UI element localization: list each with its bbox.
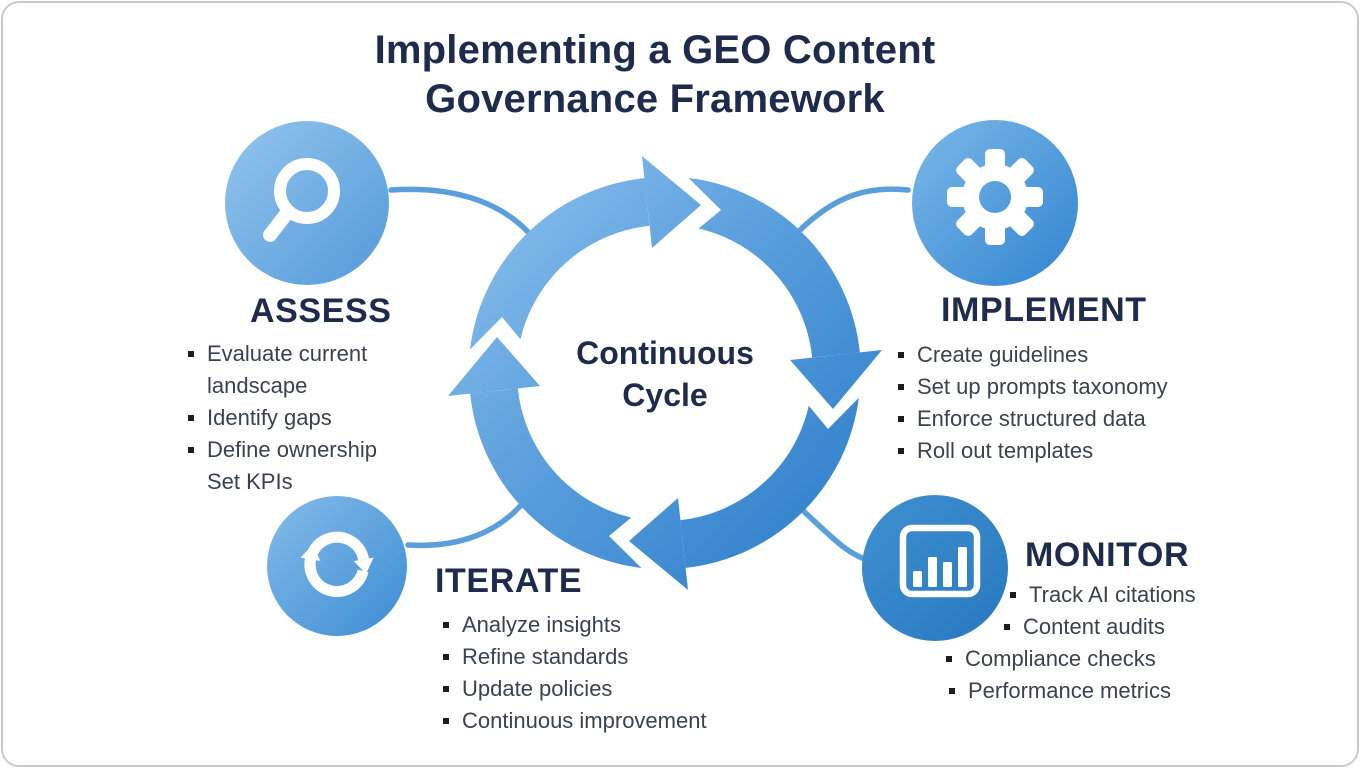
list-item: Compliance checks <box>946 643 1196 675</box>
list-item: landscape <box>188 370 377 402</box>
list-item: Refine standards <box>443 641 707 673</box>
iterate-node-circle <box>267 496 407 636</box>
connector-cycle-to-implement <box>796 186 911 234</box>
list-item-text: Analyze insights <box>462 612 621 637</box>
list-item-text: Continuous improvement <box>462 708 707 733</box>
bullet-marker <box>188 447 194 453</box>
list-item: Performance metrics <box>949 675 1196 707</box>
list-item-text: Identify gaps <box>207 405 332 430</box>
implement-node-circle <box>912 120 1078 286</box>
assess-node-circle <box>225 121 389 285</box>
bullet-marker <box>949 688 955 694</box>
monitor-node-circle <box>862 495 1008 641</box>
bullet-marker <box>898 448 904 454</box>
bullet-marker <box>1010 592 1016 598</box>
list-item: Create guidelines <box>898 339 1168 371</box>
connector-assess-to-cycle <box>388 186 532 236</box>
bullet-marker <box>1004 624 1010 630</box>
monitor-bullet-list: Track AI citations Content audits Compli… <box>946 579 1196 707</box>
bullet-marker <box>898 416 904 422</box>
list-item: Evaluate current <box>188 338 377 370</box>
bullet-marker <box>443 622 449 628</box>
bullet-marker <box>188 351 194 357</box>
monitor-heading: MONITOR <box>1025 536 1190 574</box>
cycle-center-line2: Cycle <box>622 377 708 413</box>
list-item-text: Refine standards <box>462 644 629 669</box>
cycle-center-line1: Continuous <box>576 335 754 371</box>
bullet-marker <box>443 654 449 660</box>
page-title-line1: Implementing a GEO Content <box>374 28 936 72</box>
assess-heading: ASSESS <box>250 292 392 330</box>
page-title-line2: Governance Framework <box>425 77 885 121</box>
iterate-bullet-list: Analyze insights Refine standards Update… <box>443 609 707 737</box>
list-item-text: Set up prompts taxonomy <box>917 374 1168 399</box>
list-item-text: Content audits <box>1023 614 1165 639</box>
iterate-heading: ITERATE <box>435 562 583 600</box>
magnifier-icon <box>263 158 340 242</box>
list-item: Identify gaps <box>188 402 377 434</box>
bullet-marker <box>443 718 449 724</box>
list-item-text: Compliance checks <box>965 646 1156 671</box>
list-item: Set KPIs <box>188 466 377 498</box>
list-item-text: Set KPIs <box>207 469 293 494</box>
list-item-text: Define ownership <box>207 437 377 462</box>
cycle-arrowhead-top-icon <box>642 156 701 248</box>
list-item-text: landscape <box>207 373 308 398</box>
bullet-marker <box>188 415 194 421</box>
list-item-text: Enforce structured data <box>917 406 1146 431</box>
gear-icon <box>947 149 1043 245</box>
bullet-marker <box>898 384 904 390</box>
list-item-text: Track AI citations <box>1029 582 1196 607</box>
list-item: Continuous improvement <box>443 705 707 737</box>
list-item: Analyze insights <box>443 609 707 641</box>
list-item-text: Roll out templates <box>917 438 1094 463</box>
list-item: Set up prompts taxonomy <box>898 371 1168 403</box>
list-item: Content audits <box>1004 611 1196 643</box>
cycle-arrowhead-right-icon <box>790 350 882 409</box>
refresh-icon <box>300 531 374 597</box>
list-item: Enforce structured data <box>898 403 1168 435</box>
list-item: Roll out templates <box>898 435 1168 467</box>
list-item: Update policies <box>443 673 707 705</box>
bar-chart-icon <box>899 524 981 598</box>
page-title: Implementing a GEO Content Governance Fr… <box>330 26 980 124</box>
cycle-arrowhead-left-icon <box>448 337 540 396</box>
list-item-text: Performance metrics <box>968 678 1171 703</box>
connector-cycle-to-iterate <box>405 500 526 549</box>
list-item: Define ownership <box>188 434 377 466</box>
cycle-arrowhead-bottom-icon <box>629 498 688 590</box>
list-item-text: Create guidelines <box>917 342 1089 367</box>
list-item-text: Update policies <box>462 676 613 701</box>
list-item: Track AI citations <box>1010 579 1196 611</box>
bullet-marker <box>443 686 449 692</box>
bullet-marker <box>898 352 904 358</box>
list-item-text: Evaluate current <box>207 341 368 366</box>
implement-heading: IMPLEMENT <box>941 291 1147 329</box>
implement-bullet-list: Create guidelines Set up prompts taxonom… <box>898 339 1168 467</box>
connector-cycle-to-monitor <box>796 504 870 563</box>
bullet-marker <box>946 656 952 662</box>
cycle-center-label: Continuous Cycle <box>515 332 815 416</box>
assess-bullet-list: Evaluate current landscape Identify gaps… <box>188 338 377 498</box>
